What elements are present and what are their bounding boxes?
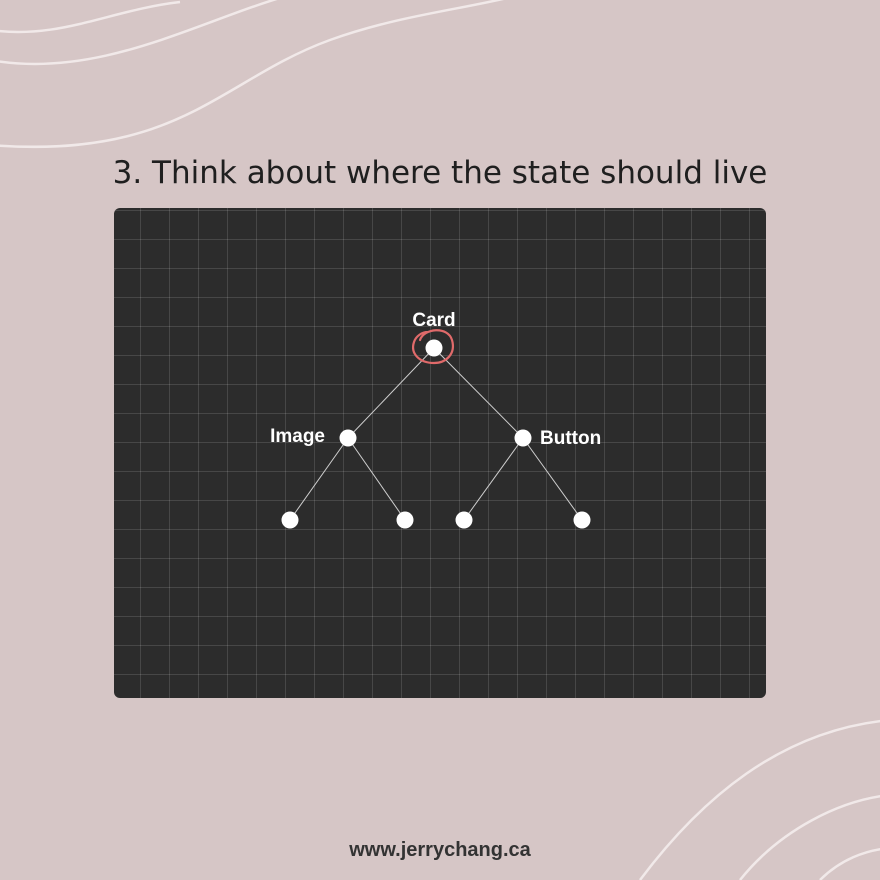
component-tree: Card Image Button xyxy=(270,310,601,529)
edge-image-leaf-2 xyxy=(347,437,406,521)
node-label-image: Image xyxy=(270,426,325,447)
edge-card-button xyxy=(433,347,524,439)
leaf-node xyxy=(455,511,473,529)
node-card xyxy=(425,339,443,357)
edge-button-leaf-4 xyxy=(522,437,583,521)
leaf-node xyxy=(396,511,414,529)
highlight-circle xyxy=(412,329,454,365)
footer-url: www.jerrychang.ca xyxy=(349,839,531,861)
node-image xyxy=(339,429,357,447)
node-label-card: Card xyxy=(412,310,455,331)
leaf-node xyxy=(573,511,591,529)
edge-card-image xyxy=(347,347,435,439)
leaf-node xyxy=(281,511,299,529)
slide-title: 3. Think about where the state should li… xyxy=(112,155,768,191)
node-button xyxy=(514,429,532,447)
edge-button-leaf-3 xyxy=(463,437,524,521)
diagram-board: Card Image Button xyxy=(114,208,766,698)
edge-image-leaf-1 xyxy=(289,437,349,521)
node-label-button: Button xyxy=(540,428,601,449)
